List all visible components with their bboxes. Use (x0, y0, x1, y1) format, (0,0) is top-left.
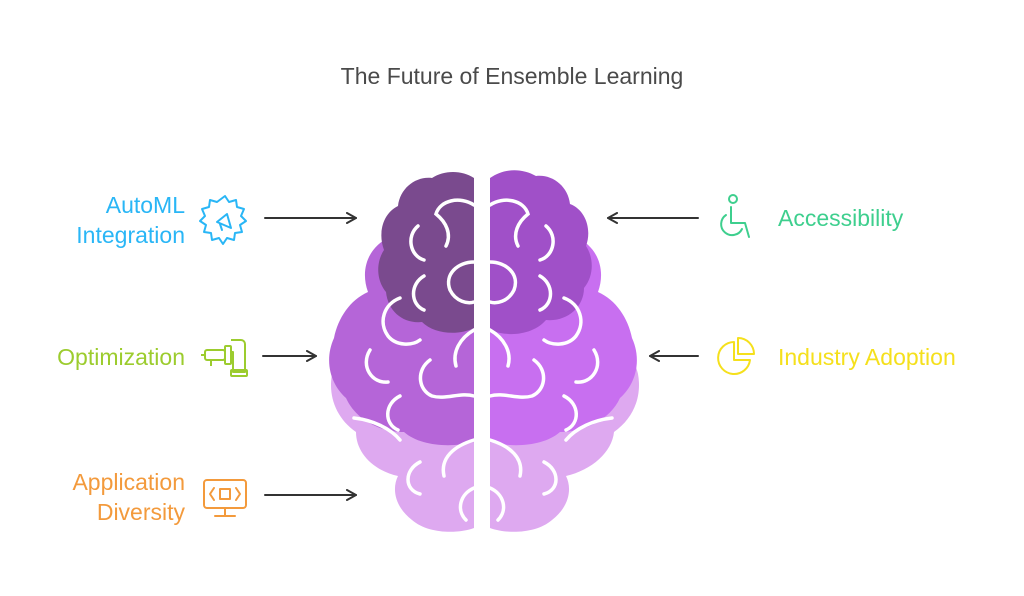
industry-label: Industry Adoption (778, 342, 1008, 372)
brain-right-upper-lobe (490, 170, 592, 335)
optimization-label-line1: Optimization (57, 344, 185, 370)
automl-label-line1: AutoML (105, 192, 185, 218)
accessibility-label-line1: Accessibility (778, 205, 904, 231)
accessibility-label: Accessibility (778, 203, 978, 233)
application-label: Application Diversity (20, 467, 185, 527)
monitor-code-icon (203, 479, 247, 517)
pie-chart-icon (717, 337, 755, 375)
application-label-line2: Diversity (96, 499, 185, 525)
brain (329, 170, 639, 532)
pipe-icon (201, 339, 248, 377)
diagram-title: The Future of Ensemble Learning (340, 63, 684, 89)
brain-left-upper-lobe (378, 172, 474, 333)
automl-label-line2: Integration (76, 222, 185, 248)
application-label-line1: Application (72, 469, 185, 495)
brain-right-hemisphere (490, 170, 639, 532)
brain-left-hemisphere (329, 172, 474, 532)
optimization-label: Optimization (10, 342, 185, 372)
wheelchair-icon (720, 194, 750, 238)
brain-folds (352, 198, 614, 522)
arrows (262, 212, 699, 501)
gear-megaphone-icon (199, 195, 247, 245)
automl-label: AutoML Integration (40, 190, 185, 250)
industry-label-line1: Industry Adoption (778, 344, 956, 370)
